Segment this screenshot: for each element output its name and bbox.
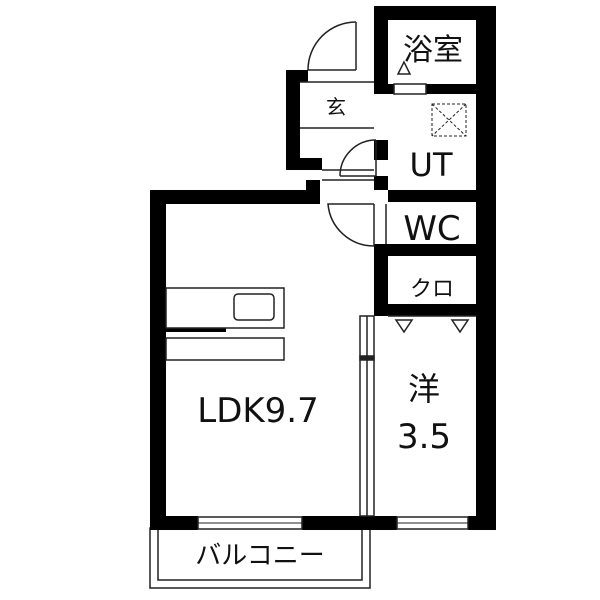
western-room-partition	[359, 315, 375, 517]
walls	[150, 6, 496, 530]
balcony-label: バルコニー	[195, 541, 324, 571]
windows	[197, 516, 469, 530]
closet-doors	[388, 315, 476, 334]
western-room-type: 洋	[408, 370, 440, 408]
bath-door	[393, 60, 427, 95]
entrance-door	[300, 21, 374, 83]
entrance-label: 玄	[326, 95, 346, 119]
kitchen-counter	[165, 287, 285, 361]
western-room-size: 3.5	[397, 417, 451, 457]
ldk-label: LDK9.7	[197, 391, 319, 431]
toilet-label: WC	[403, 209, 460, 249]
ut-door	[339, 139, 377, 177]
utility-label: UT	[410, 146, 453, 184]
bath-label: 浴室	[403, 33, 463, 68]
closet-label: クロ	[410, 277, 454, 302]
wc-door	[327, 203, 387, 247]
washer-space	[431, 103, 467, 137]
entrance-outline	[300, 127, 374, 181]
